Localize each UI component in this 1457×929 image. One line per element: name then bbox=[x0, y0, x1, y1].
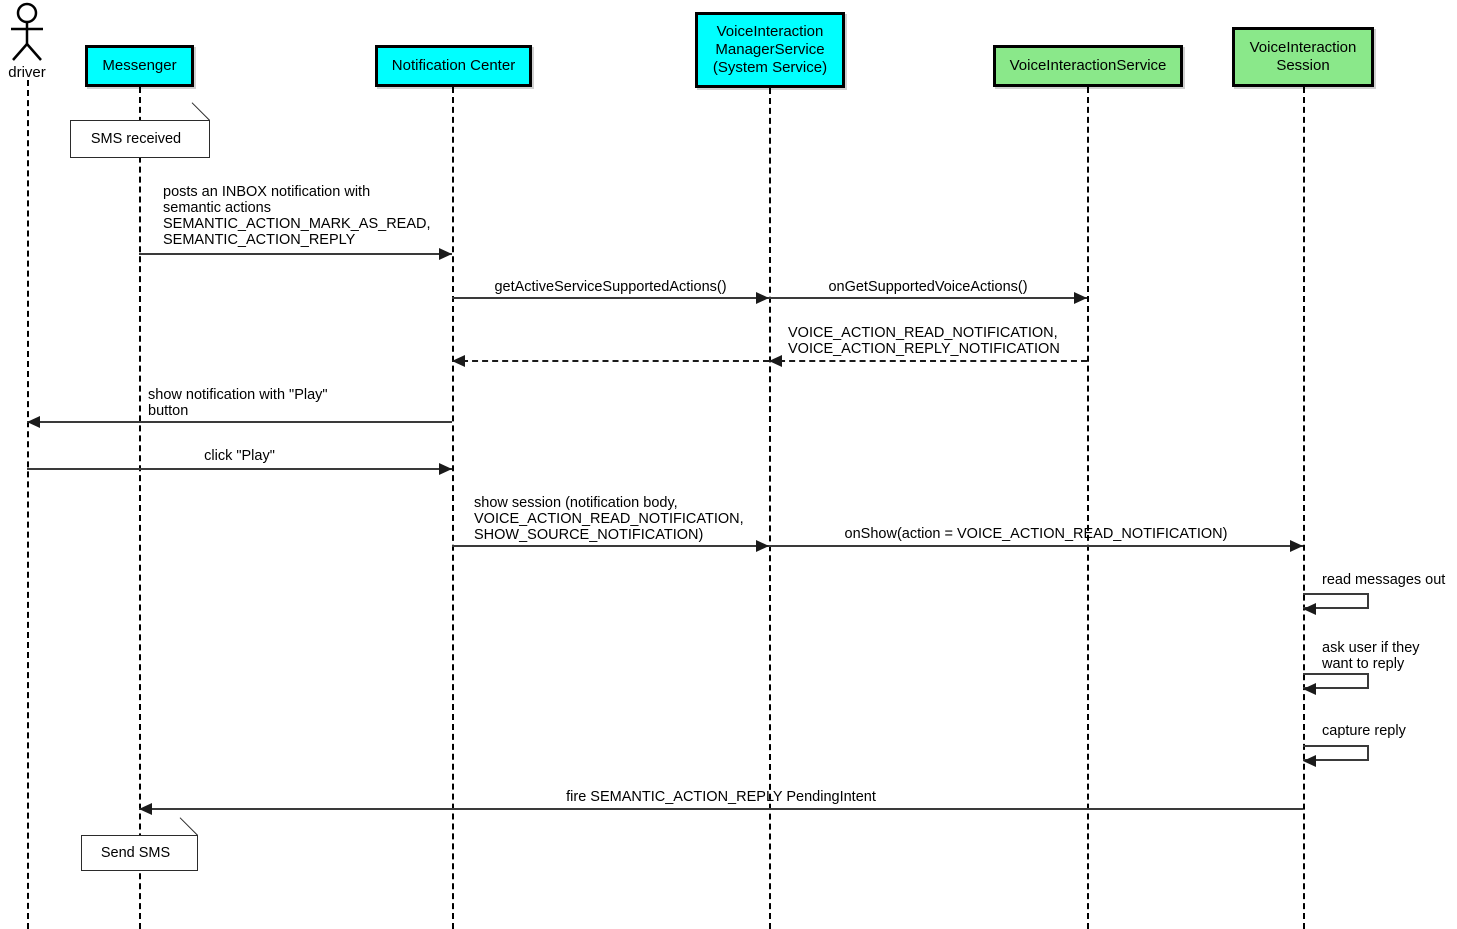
note-fold-line bbox=[191, 102, 210, 121]
msg-return-voice-actions-to-manager-line bbox=[769, 360, 1087, 362]
msg-get-active-service-supported-actions-arrowhead bbox=[756, 292, 769, 304]
msg-show-session-line bbox=[452, 545, 769, 547]
msg-show-session-label: show session (notification body, VOICE_A… bbox=[474, 495, 744, 543]
msg-posts-inbox-notification-line bbox=[139, 253, 452, 255]
participant-label-voice-interaction-manager-service: VoiceInteraction ManagerService (System … bbox=[712, 23, 828, 76]
selfcall-capture-reply-label: capture reply bbox=[1322, 723, 1406, 739]
msg-on-get-supported-voice-actions-arrowhead bbox=[1074, 292, 1087, 304]
selfcall-read-messages-out bbox=[1303, 593, 1369, 609]
note-send-sms: Send SMS bbox=[81, 817, 198, 871]
selfcall-capture-reply bbox=[1303, 745, 1369, 761]
note-send-sms-text: Send SMS bbox=[100, 845, 171, 861]
msg-on-get-supported-voice-actions-line bbox=[769, 297, 1087, 299]
participant-voice-interaction-session[interactable]: VoiceInteraction Session bbox=[1232, 27, 1374, 87]
lifeline-voice-interaction-session bbox=[1303, 87, 1305, 929]
participant-label-messenger: Messenger bbox=[102, 57, 177, 74]
actor-stick-figure-icon bbox=[11, 2, 43, 61]
msg-return-voice-actions-to-notification-center-arrowhead bbox=[452, 355, 465, 367]
msg-fire-semantic-action-reply-pendingintent-label: fire SEMANTIC_ACTION_REPLY PendingIntent bbox=[566, 789, 876, 805]
selfcall-ask-user-if-they-want-to-reply bbox=[1303, 673, 1369, 689]
msg-on-show-arrowhead bbox=[1290, 540, 1303, 552]
msg-return-voice-actions-to-notification-center-line bbox=[452, 360, 769, 362]
actor-driver: driver bbox=[1, 2, 53, 81]
lifeline-messenger bbox=[139, 87, 141, 929]
msg-show-notification-with-play-button-line bbox=[27, 421, 452, 423]
msg-get-active-service-supported-actions-line bbox=[452, 297, 769, 299]
msg-on-get-supported-voice-actions-label: onGetSupportedVoiceActions() bbox=[828, 279, 1028, 295]
msg-posts-inbox-notification-arrowhead bbox=[439, 248, 452, 260]
lifeline-voice-interaction-service bbox=[1087, 87, 1089, 929]
msg-show-notification-with-play-button-arrowhead bbox=[27, 416, 40, 428]
participant-voice-interaction-service[interactable]: VoiceInteractionService bbox=[993, 45, 1183, 87]
participant-label-notification-center: Notification Center bbox=[391, 57, 516, 74]
msg-get-active-service-supported-actions-label: getActiveServiceSupportedActions() bbox=[494, 279, 727, 295]
msg-click-play-arrowhead bbox=[439, 463, 452, 475]
note-fold-corner-icon bbox=[191, 121, 209, 139]
selfcall-read-messages-out-label: read messages out bbox=[1322, 572, 1446, 588]
note-fold-corner-icon bbox=[179, 836, 197, 854]
participant-voice-interaction-manager-service[interactable]: VoiceInteraction ManagerService (System … bbox=[695, 12, 845, 88]
msg-posts-inbox-notification-label: posts an INBOX notification with semanti… bbox=[163, 184, 431, 248]
participant-label-voice-interaction-session: VoiceInteraction Session bbox=[1249, 39, 1357, 74]
lifeline-actor-driver bbox=[27, 80, 29, 929]
selfcall-ask-user-if-they-want-to-reply-arrowhead bbox=[1303, 683, 1316, 695]
participant-label-voice-interaction-service: VoiceInteractionService bbox=[1009, 57, 1167, 74]
msg-return-voice-actions-to-manager-arrowhead bbox=[769, 355, 782, 367]
msg-click-play-label: click "Play" bbox=[204, 448, 275, 464]
note-sms-received: SMS received bbox=[70, 102, 210, 158]
msg-show-session-arrowhead bbox=[756, 540, 769, 552]
selfcall-capture-reply-arrowhead bbox=[1303, 755, 1316, 767]
selfcall-read-messages-out-arrowhead bbox=[1303, 603, 1316, 615]
lifeline-voice-interaction-manager-service bbox=[769, 88, 771, 929]
note-fold-line bbox=[179, 817, 198, 836]
msg-on-show-label: onShow(action = VOICE_ACTION_READ_NOTIFI… bbox=[844, 526, 1228, 542]
lifeline-notification-center bbox=[452, 87, 454, 929]
msg-fire-semantic-action-reply-pendingintent-arrowhead bbox=[139, 803, 152, 815]
msg-fire-semantic-action-reply-pendingintent-line bbox=[139, 808, 1303, 810]
selfcall-ask-user-if-they-want-to-reply-label: ask user if they want to reply bbox=[1322, 640, 1420, 672]
msg-return-voice-actions-to-manager-label: VOICE_ACTION_READ_NOTIFICATION, VOICE_AC… bbox=[788, 325, 1060, 357]
msg-on-show-line bbox=[769, 545, 1303, 547]
msg-click-play-line bbox=[27, 468, 452, 470]
actor-driver-label: driver bbox=[8, 64, 46, 81]
participant-notification-center[interactable]: Notification Center bbox=[375, 45, 532, 87]
msg-show-notification-with-play-button-label: show notification with "Play" button bbox=[148, 387, 328, 419]
note-sms-received-text: SMS received bbox=[90, 131, 182, 147]
participant-messenger[interactable]: Messenger bbox=[85, 45, 194, 87]
